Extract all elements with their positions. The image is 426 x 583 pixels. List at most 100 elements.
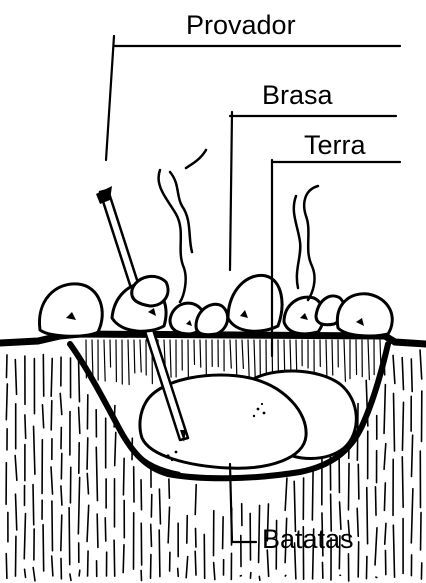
soil-hatch-line (52, 501, 53, 551)
pit-hatch-line (326, 340, 327, 381)
soil-hatch-line (178, 568, 179, 576)
soil-hatch-line (375, 487, 376, 515)
soil-hatch-line (186, 557, 187, 578)
pit-hatch-line (128, 340, 129, 385)
soil-hatch-line (169, 479, 170, 498)
ember-3 (132, 276, 168, 306)
soil-hatch-line (214, 563, 215, 580)
pit-hatch-line (254, 340, 255, 380)
pit-hatch-line (248, 340, 249, 377)
soil-hatch-line (87, 505, 89, 541)
soil-hatch-line (105, 518, 106, 541)
pit-hatch-line (194, 340, 195, 364)
soil-hatch-line (159, 530, 160, 576)
smoke-wisp-left-c (186, 150, 206, 168)
soil-hatch-line (123, 545, 124, 573)
soil-hatch-line (70, 574, 71, 580)
soil-hatch-line (123, 458, 124, 495)
soil-hatch-line (259, 576, 260, 580)
soil-hatch-line (61, 515, 62, 551)
soil-hatch-line (42, 405, 43, 428)
smoke-wisps (159, 150, 318, 302)
soil-hatch-line (420, 350, 422, 379)
soil-hatch-line (33, 568, 35, 581)
label-brasa: Brasa (262, 80, 334, 110)
soil-hatch-line (25, 569, 26, 577)
ember-6 (228, 275, 282, 331)
soil-hatch-line (87, 438, 88, 469)
soil-hatch-line (15, 494, 16, 530)
soil-hatch-line (115, 432, 116, 465)
soil-hatch-line (312, 468, 313, 520)
soil-hatch-line (88, 551, 89, 576)
soil-hatch-line (87, 473, 88, 493)
soil-hatch-line (402, 402, 403, 450)
soil-hatch-line (384, 385, 385, 434)
soil-hatch-line (348, 463, 349, 509)
pit-hatch-line (332, 340, 333, 375)
soil-hatch-line (151, 524, 152, 546)
smoke-wisp-right-b (294, 196, 301, 288)
soil-hatch-line (159, 489, 160, 524)
soil-hatch-line (51, 401, 52, 430)
soil-hatch-line (223, 517, 224, 549)
soil-hatch-line (411, 489, 413, 543)
soil-hatch-line (393, 525, 394, 577)
pit-hatch-line (200, 340, 201, 367)
soil-hatch-line (385, 523, 386, 544)
soil-hatch-line (6, 554, 7, 579)
soil-hatch-line (33, 485, 34, 525)
soil-hatch-line (6, 384, 7, 420)
soil-hatch-line (24, 514, 25, 559)
soil-hatch-line (79, 407, 80, 433)
pit-hatch-line (134, 340, 135, 373)
soil-hatch-line (15, 360, 16, 395)
soil-hatch-line (25, 415, 26, 438)
pit-hatch-line (242, 340, 243, 368)
soil-hatch-line (358, 464, 359, 499)
soil-hatch-line (15, 456, 17, 481)
pit-hatch-line (110, 340, 111, 367)
soil-hatch-line (79, 570, 80, 576)
soil-hatch-line (195, 551, 196, 575)
soil-hatch-line (402, 358, 403, 390)
embers-group (39, 275, 392, 336)
soil-hatch-line (367, 488, 368, 544)
soil-hatch-line (52, 556, 53, 576)
pit-hatch-line (356, 340, 357, 375)
soil-hatch-line (97, 514, 98, 547)
soil-hatch-line (393, 393, 394, 451)
pit-hatch-line (140, 340, 141, 372)
soil-hatch-line (168, 507, 169, 543)
soil-hatch-line (411, 359, 412, 392)
soil-hatch-line (43, 525, 44, 571)
soil-hatch-line (285, 478, 287, 510)
label-terra: Terra (304, 130, 366, 160)
pit-hatch-line (104, 340, 105, 381)
pit-hatch-line (236, 340, 237, 376)
soil-hatch-line (60, 393, 62, 414)
soil-hatch-line (6, 355, 7, 378)
smoke-wisp-right (304, 186, 318, 300)
soil-hatch-line (51, 358, 52, 396)
soil-hatch-line (78, 477, 79, 533)
soil-hatch-line (195, 485, 196, 515)
provador-leader-line (106, 36, 114, 160)
soil-hatch-line (357, 508, 358, 536)
soil-hatch-line (375, 528, 377, 565)
pit-hatch-line (368, 340, 369, 380)
brasa-leader-line (230, 112, 232, 270)
pit-hatch-line (296, 340, 297, 374)
soil-hatch-line (384, 483, 385, 510)
soil-hatch-line (267, 550, 268, 576)
soil-hatch-line (285, 575, 286, 576)
label-provador: Provador (186, 10, 296, 40)
soil-hatch-line (402, 457, 403, 507)
soil-hatch-line (51, 467, 52, 494)
ember-1 (39, 284, 102, 336)
pit-hatch-line (230, 340, 231, 368)
soil-hatch-line (411, 435, 412, 476)
pit-hatch-line (344, 340, 345, 381)
soil-hatch-line (259, 505, 260, 562)
